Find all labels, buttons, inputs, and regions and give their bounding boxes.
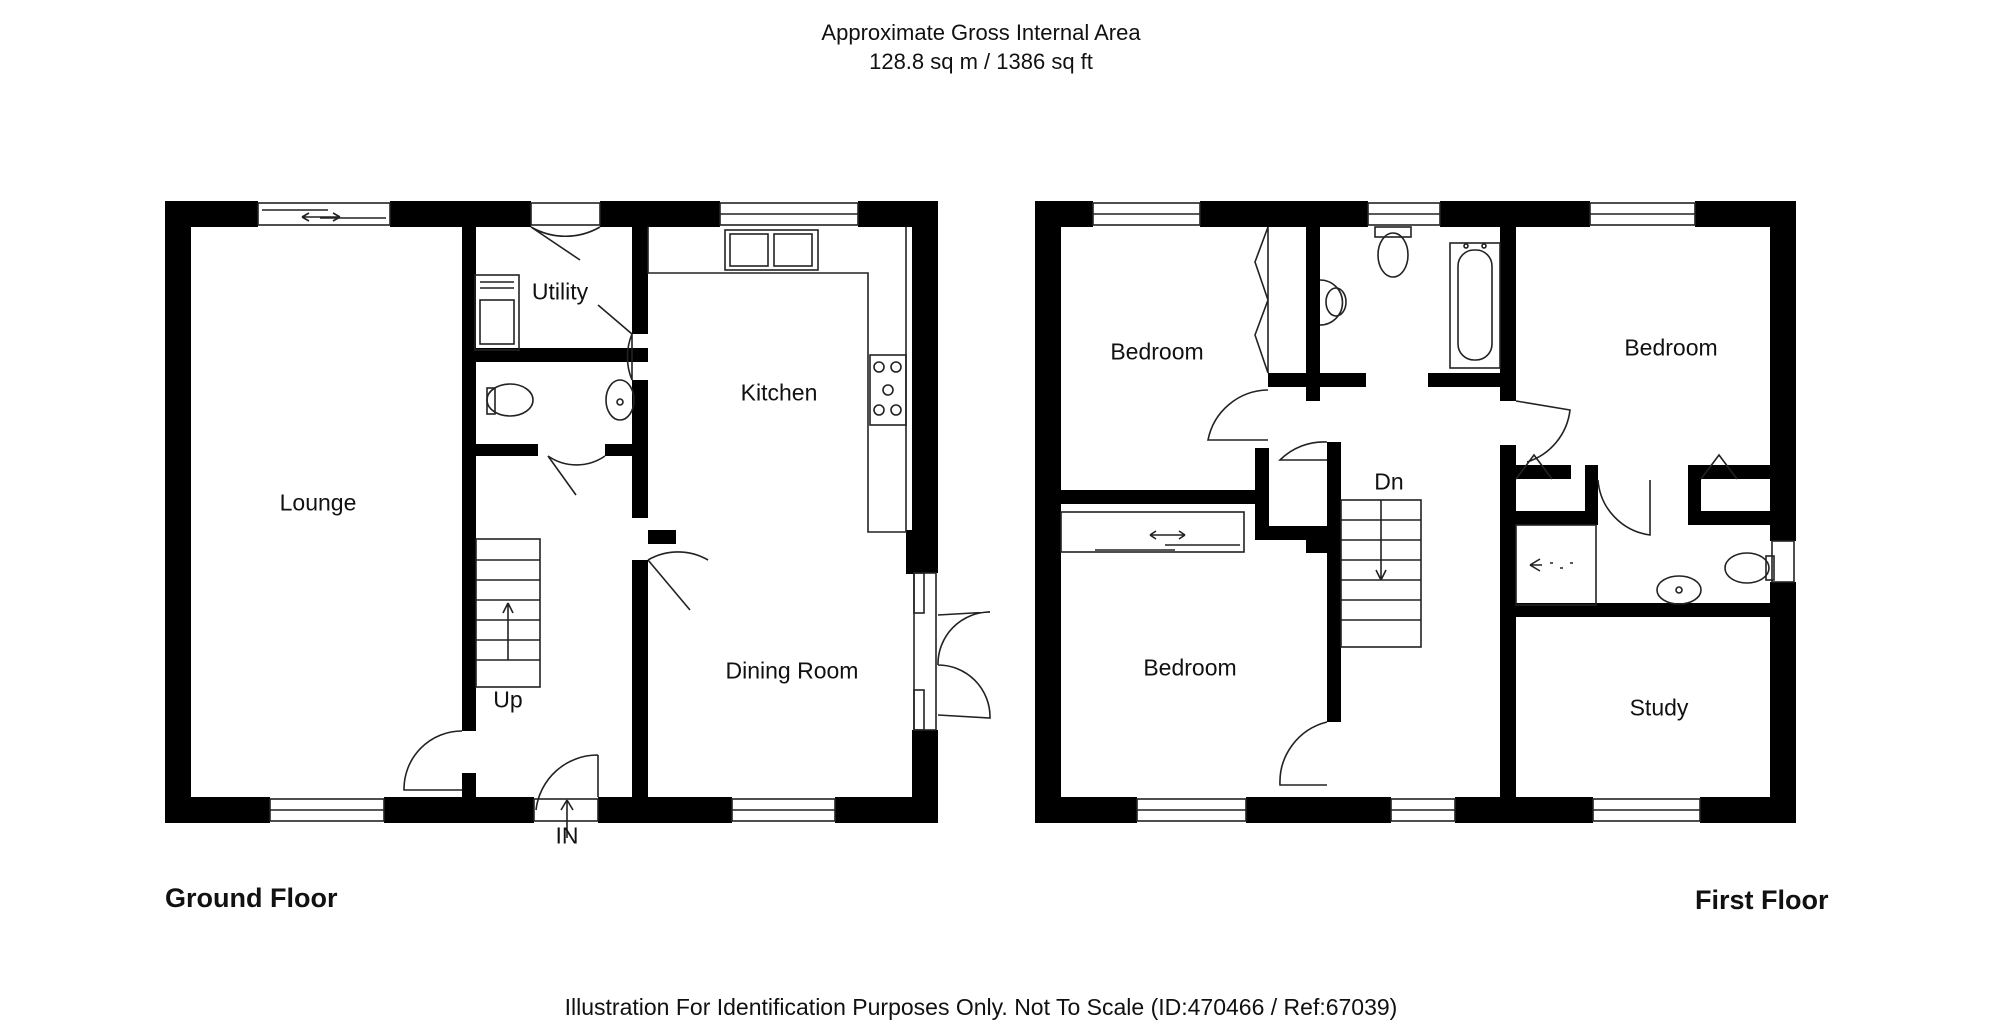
- ground-floor-inner-walls: [462, 201, 918, 823]
- ground-floor-plan: [165, 201, 991, 838]
- ground-floor-fixtures: [257, 202, 991, 838]
- disclaimer-footer: Illustration For Identification Purposes…: [564, 994, 1398, 1020]
- room-label-lounge: Lounge: [279, 489, 357, 516]
- room-label-kitchen: Kitchen: [740, 379, 818, 406]
- area-title: Approximate Gross Internal Area: [821, 20, 1141, 45]
- ground-floor-outer-walls: [165, 201, 938, 823]
- room-label-bedroom-top-left: Bedroom: [1110, 338, 1204, 365]
- room-label-bedroom-bottom-left: Bedroom: [1143, 654, 1237, 681]
- first-floor-outer-walls: [1035, 201, 1796, 823]
- first-floor-title: First Floor: [1695, 885, 1829, 915]
- first-floor-plan: [1035, 201, 1796, 823]
- entrance-label: IN: [555, 822, 579, 849]
- first-floor-fixtures: [1060, 202, 1795, 822]
- area-value: 128.8 sq m / 1386 sq ft: [869, 49, 1093, 74]
- room-label-study: Study: [1629, 694, 1689, 721]
- stairs-label-up: Up: [493, 686, 523, 713]
- room-label-utility: Utility: [531, 278, 589, 305]
- first-floor-inner-walls: [1061, 201, 1771, 797]
- ground-floor-title: Ground Floor: [165, 883, 338, 913]
- room-label-bedroom-top-right: Bedroom: [1624, 334, 1718, 361]
- room-label-dining: Dining Room: [725, 657, 859, 684]
- stairs-label-down: Dn: [1374, 468, 1404, 495]
